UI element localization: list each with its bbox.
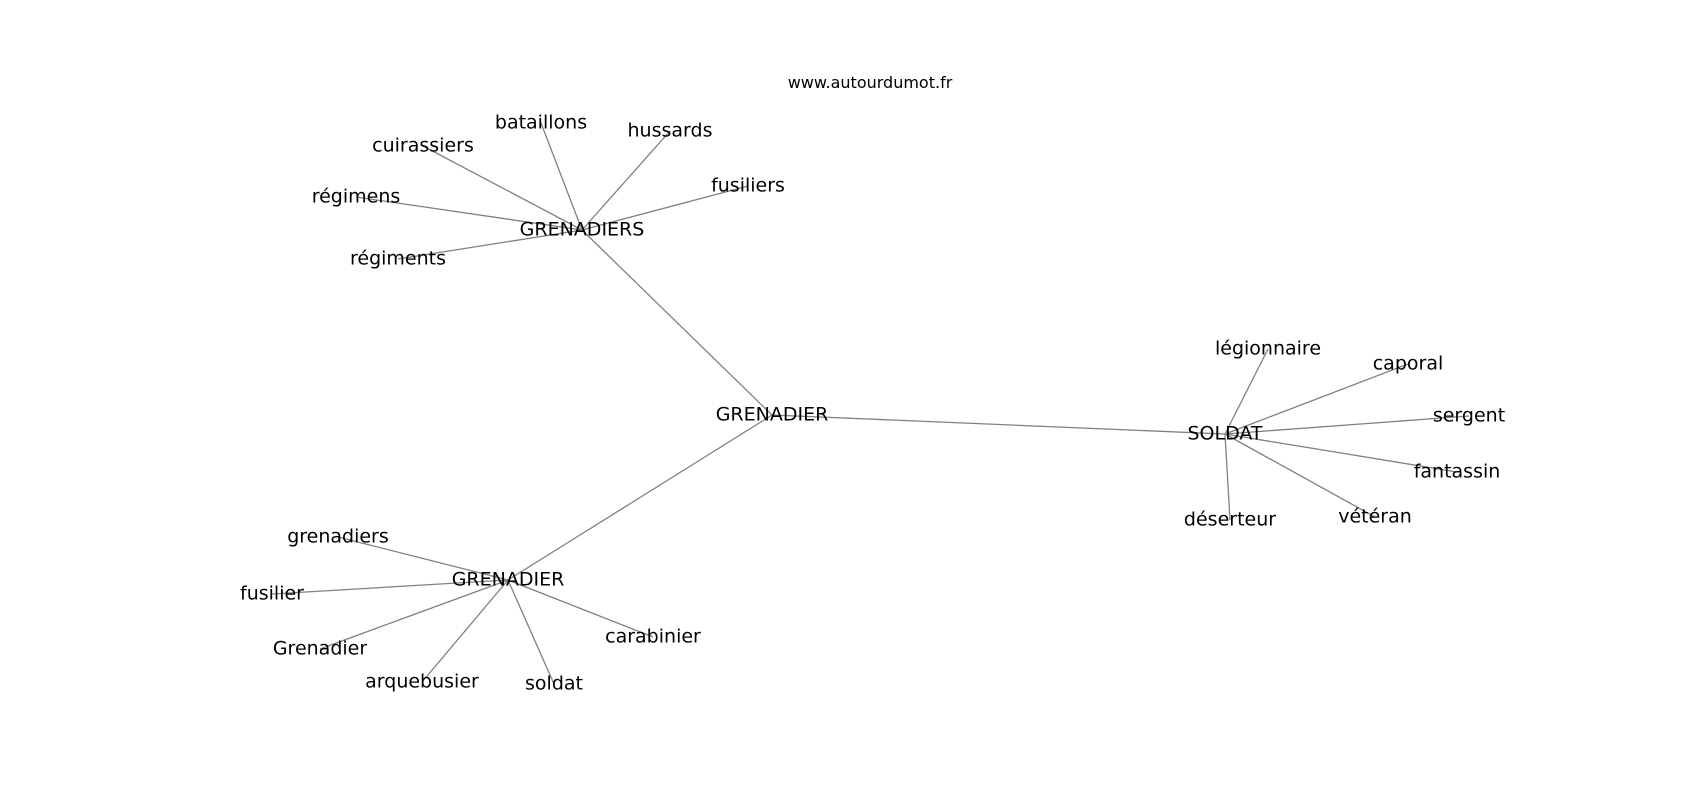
node-label-regimens: régimens [312,186,401,208]
labels-layer: GRENADIER GRENADIERS GRENADIER SOLDAT batail… [240,112,1505,695]
edge-plural-hussards [581,130,671,231]
node-label-fusilier: fusilier [240,583,304,605]
edge-lower-carabinier [507,579,654,638]
site-watermark-text: www.autourdumot.fr [788,73,953,92]
edge-soldat_hub-sergent [1224,415,1470,435]
node-label-Grenadier_c: Grenadier [273,638,368,660]
edge-soldat_hub-fantassin [1224,433,1458,473]
edge-plural-bataillons [540,122,583,231]
node-label-arquebusier: arquebusier [365,671,479,693]
node-label-sergent: sergent [1433,405,1505,427]
edge-plural-fusiliers [581,185,749,231]
edge-center-lower [507,414,773,581]
node-label-hussards: hussards [628,120,713,142]
node-label-soldat_hub: SOLDAT [1187,423,1262,445]
edge-center-soldat_hub [771,414,1226,435]
node-label-center: GRENADIER [716,404,829,426]
edge-soldat_hub-legionnaire [1224,348,1269,435]
node-label-plural: GRENADIERS [520,219,645,241]
node-label-cuirassiers: cuirassiers [372,135,474,157]
edge-plural-regiments [397,229,583,260]
edge-plural-regimens [355,196,583,231]
node-label-veteran: vétéran [1338,506,1412,528]
edge-center-plural [581,229,773,416]
edge-lower-grenadiers_l [337,536,509,581]
node-label-carabinier: carabinier [605,626,701,648]
node-label-caporal: caporal [1373,353,1444,375]
node-label-bataillons: bataillons [495,112,587,134]
node-label-grenadiers_l: grenadiers [287,526,389,548]
node-label-legionnaire: légionnaire [1215,338,1321,360]
edge-soldat_hub-veteran [1224,433,1376,518]
node-label-deserteur: déserteur [1184,509,1276,531]
edge-soldat_hub-caporal [1224,363,1409,435]
edge-soldat_hub-deserteur [1224,433,1231,521]
edge-lower-soldat_l [507,579,555,685]
node-label-fantassin: fantassin [1414,461,1501,483]
node-label-lower: GRENADIER [452,569,565,591]
edges-layer [271,122,1470,685]
node-label-regiments: régiments [350,248,446,270]
edge-lower-fusilier [271,579,509,595]
edge-lower-arquebusier [421,579,509,683]
node-label-fusiliers: fusiliers [711,175,785,197]
edge-lower-Grenadier_c [319,579,509,650]
node-label-soldat_l: soldat [525,673,583,695]
edge-plural-cuirassiers [422,145,583,231]
